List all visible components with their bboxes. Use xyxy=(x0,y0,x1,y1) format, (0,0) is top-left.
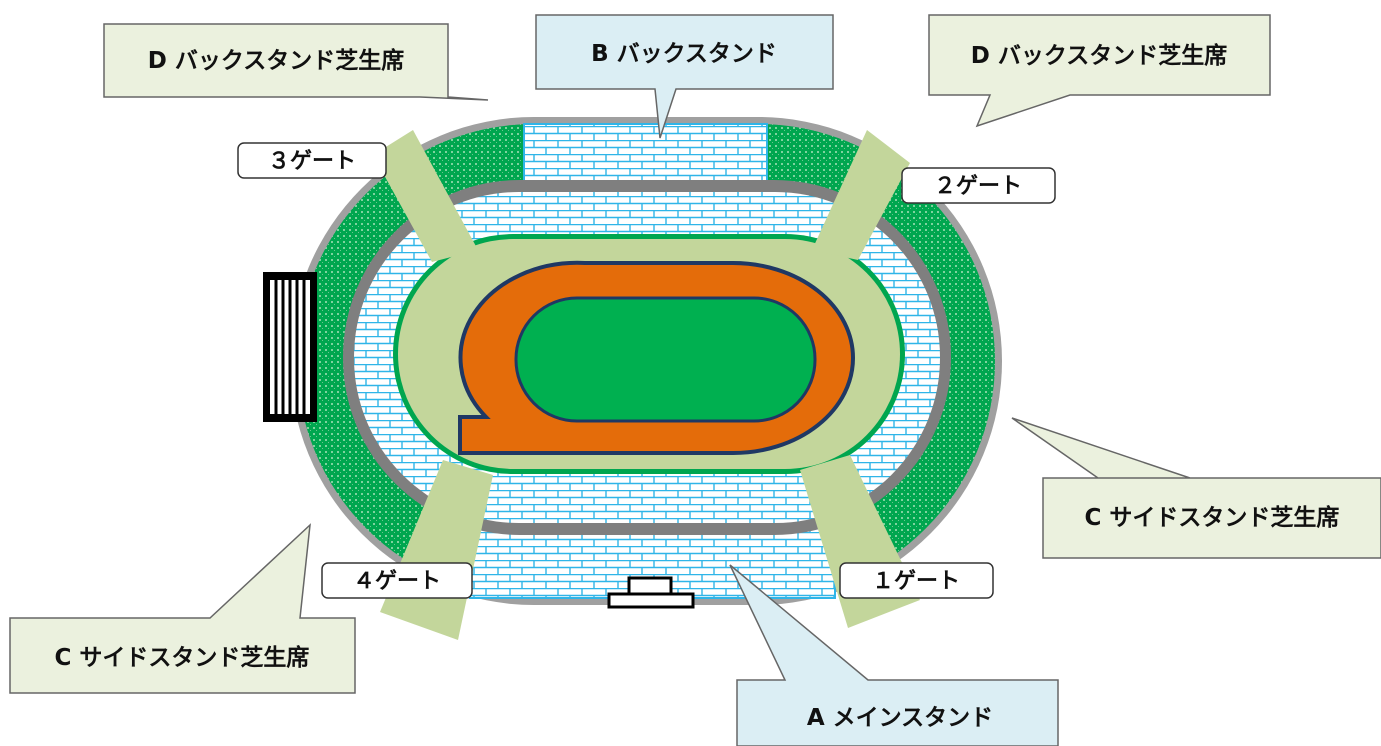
gate-path-2 xyxy=(812,130,910,260)
callout-c-left: C サイドスタンド芝生席 xyxy=(9,523,356,694)
callout-a-bottom: A メインスタンド xyxy=(729,564,1059,746)
gate-label-4: ４ゲート xyxy=(321,562,473,599)
gate-path-3 xyxy=(373,130,478,262)
callout-a-bottom-text: A メインスタンド xyxy=(807,705,993,731)
gate-label-1-text: １ゲート xyxy=(872,569,960,594)
callout-c-left-text: C サイドスタンド芝生席 xyxy=(55,644,310,671)
gate-label-4-text: ４ゲート xyxy=(353,569,441,594)
callout-d-left: D バックスタンド芝生席 xyxy=(103,23,489,101)
callout-b-top: B バックスタンド xyxy=(535,14,834,139)
gate-label-3-text: ３ゲート xyxy=(268,149,356,174)
callout-d-right: D バックスタンド芝生席 xyxy=(928,14,1271,128)
gate-label-2: ２ゲート xyxy=(901,167,1056,204)
callout-d-right-text: D バックスタンド芝生席 xyxy=(971,42,1227,69)
podium xyxy=(607,576,695,609)
callout-c-right-text: C サイドスタンド芝生席 xyxy=(1085,504,1340,531)
callout-c-right: C サイドスタンド芝生席 xyxy=(1011,417,1381,559)
gate-label-1: １ゲート xyxy=(839,562,994,599)
callout-b-top-text: B バックスタンド xyxy=(591,41,777,67)
infield-field xyxy=(514,296,817,423)
gate-label-2-text: ２ゲート xyxy=(934,174,1022,199)
back-stand-b xyxy=(523,123,768,187)
scoreboard xyxy=(263,272,317,422)
callout-d-left-text: D バックスタンド芝生席 xyxy=(148,47,404,74)
gate-label-3: ３ゲート xyxy=(237,142,387,179)
